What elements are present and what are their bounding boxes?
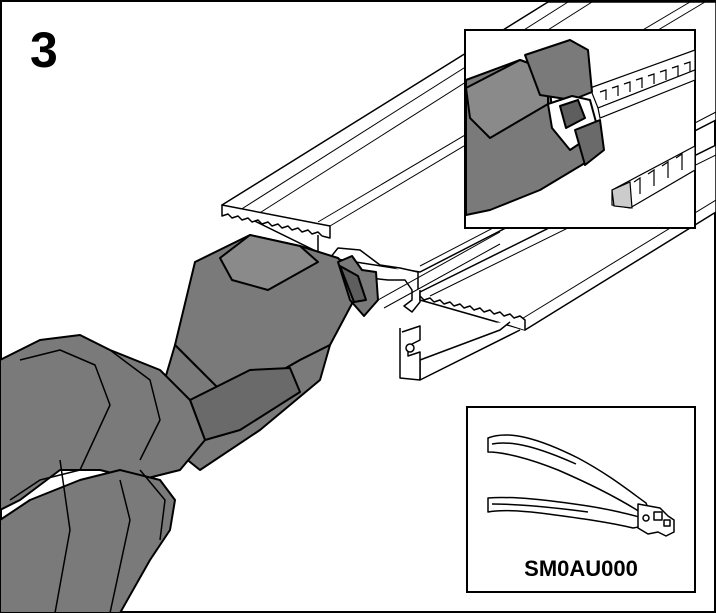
crimping-pliers-large — [0, 234, 379, 613]
tool-reference-box: SM0AU000 — [466, 406, 696, 593]
tool-code-label: SM0AU000 — [524, 556, 638, 581]
crimping-pliers-icon — [487, 434, 675, 537]
step-number: 3 — [30, 22, 58, 78]
detail-inset — [464, 29, 696, 229]
